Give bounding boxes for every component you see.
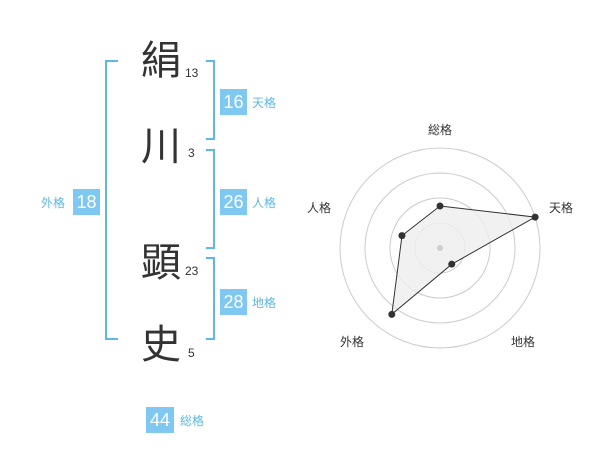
jinkaku-label: 人格 bbox=[252, 196, 277, 210]
radar-label-jinkaku: 人格 bbox=[307, 201, 332, 215]
chikaku-badge: 28 bbox=[220, 289, 247, 315]
radar-point-4 bbox=[388, 310, 396, 318]
tenkaku-bracket bbox=[206, 60, 215, 140]
radar-label-chikaku: 地格 bbox=[511, 335, 536, 349]
radar-label-soukaku: 総格 bbox=[428, 123, 453, 137]
stroke-count-2: 3 bbox=[188, 146, 195, 160]
radar-grid-ring bbox=[364, 172, 516, 324]
stroke-count-1: 13 bbox=[185, 66, 199, 80]
radar-label-gaikaku: 外格 bbox=[340, 335, 365, 349]
gaikaku-bracket bbox=[105, 60, 118, 340]
radar-grid-ring bbox=[389, 197, 491, 299]
stroke-count-4: 5 bbox=[188, 346, 195, 360]
radar-label-tenkaku: 天格 bbox=[549, 201, 574, 215]
name-char-3: 顕 bbox=[141, 240, 181, 286]
radar-point-5 bbox=[398, 232, 406, 240]
soukaku-label: 総格 bbox=[180, 414, 205, 428]
radar-series-polygon bbox=[391, 205, 537, 316]
radar-point-1 bbox=[436, 202, 444, 210]
gaikaku-badge: 18 bbox=[73, 189, 100, 215]
tenkaku-badge: 16 bbox=[220, 89, 247, 115]
chikaku-bracket bbox=[206, 257, 215, 340]
gaikaku-label: 外格 bbox=[41, 196, 66, 210]
tenkaku-label: 天格 bbox=[252, 96, 277, 110]
stroke-count-3: 23 bbox=[185, 264, 199, 278]
name-char-2: 川 bbox=[141, 124, 181, 170]
jinkaku-bracket bbox=[206, 149, 215, 249]
radar-point-3 bbox=[448, 260, 456, 268]
jinkaku-badge: 26 bbox=[220, 189, 247, 215]
name-char-4: 史 bbox=[141, 322, 181, 368]
radar-center-dot bbox=[437, 245, 443, 251]
radar-grid-ring bbox=[339, 147, 541, 349]
radar-point-2 bbox=[531, 213, 539, 221]
name-char-1: 絹 bbox=[141, 38, 181, 84]
chikaku-label: 地格 bbox=[252, 296, 277, 310]
soukaku-badge: 44 bbox=[146, 407, 174, 433]
